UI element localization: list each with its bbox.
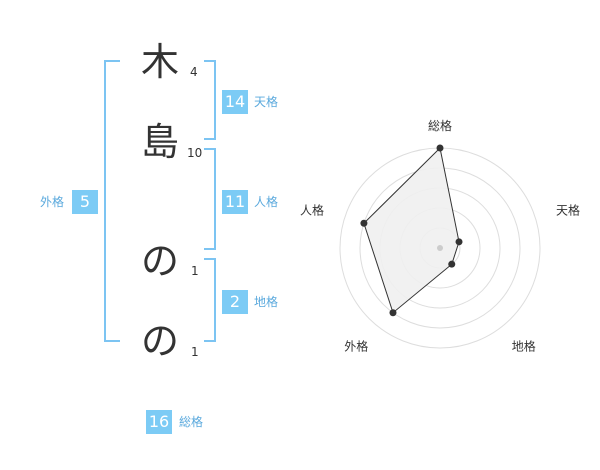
radar-point-1 bbox=[436, 144, 444, 152]
gaikaku-label: 外格 bbox=[40, 195, 65, 209]
tenkaku-bracket bbox=[204, 60, 216, 140]
radar-axis-label: 総格 bbox=[428, 118, 452, 133]
radar-axis-label: 地格 bbox=[512, 339, 536, 354]
name-char-2: 島 bbox=[140, 120, 179, 164]
soukaku-value-badge: 16 bbox=[146, 410, 172, 434]
radar-point-4 bbox=[389, 309, 397, 317]
jinkaku-value-badge: 11 bbox=[222, 190, 248, 214]
name-char-1: 木 bbox=[140, 40, 179, 84]
radar-point-5 bbox=[360, 219, 368, 227]
name-char-3: の bbox=[140, 239, 179, 283]
jinkaku-label: 人格 bbox=[254, 195, 279, 209]
stroke-count-1: 4 bbox=[190, 65, 198, 79]
gaikaku-bracket bbox=[104, 60, 120, 342]
radar-axis-label: 外格 bbox=[344, 339, 368, 354]
radar-axis-label: 天格 bbox=[556, 202, 580, 217]
jinkaku-bracket bbox=[204, 148, 216, 250]
stroke-count-2: 10 bbox=[187, 146, 203, 160]
tenkaku-label: 天格 bbox=[254, 95, 279, 109]
chikaku-label: 地格 bbox=[254, 295, 279, 309]
radar-point-3 bbox=[448, 260, 456, 268]
chikaku-bracket bbox=[204, 258, 216, 342]
gaikaku-value-badge: 5 bbox=[72, 190, 98, 214]
radar-point-2 bbox=[455, 238, 463, 246]
name-char-4: の bbox=[140, 319, 179, 363]
radar-data-polygon bbox=[363, 146, 460, 314]
radar-axis-label: 人格 bbox=[300, 202, 324, 217]
soukaku-label: 総格 bbox=[179, 415, 204, 429]
chikaku-value-badge: 2 bbox=[222, 290, 248, 314]
tenkaku-value-badge: 14 bbox=[222, 90, 248, 114]
stroke-count-4: 1 bbox=[191, 345, 199, 359]
stroke-count-3: 1 bbox=[191, 264, 199, 278]
radar-center-dot bbox=[437, 245, 443, 251]
